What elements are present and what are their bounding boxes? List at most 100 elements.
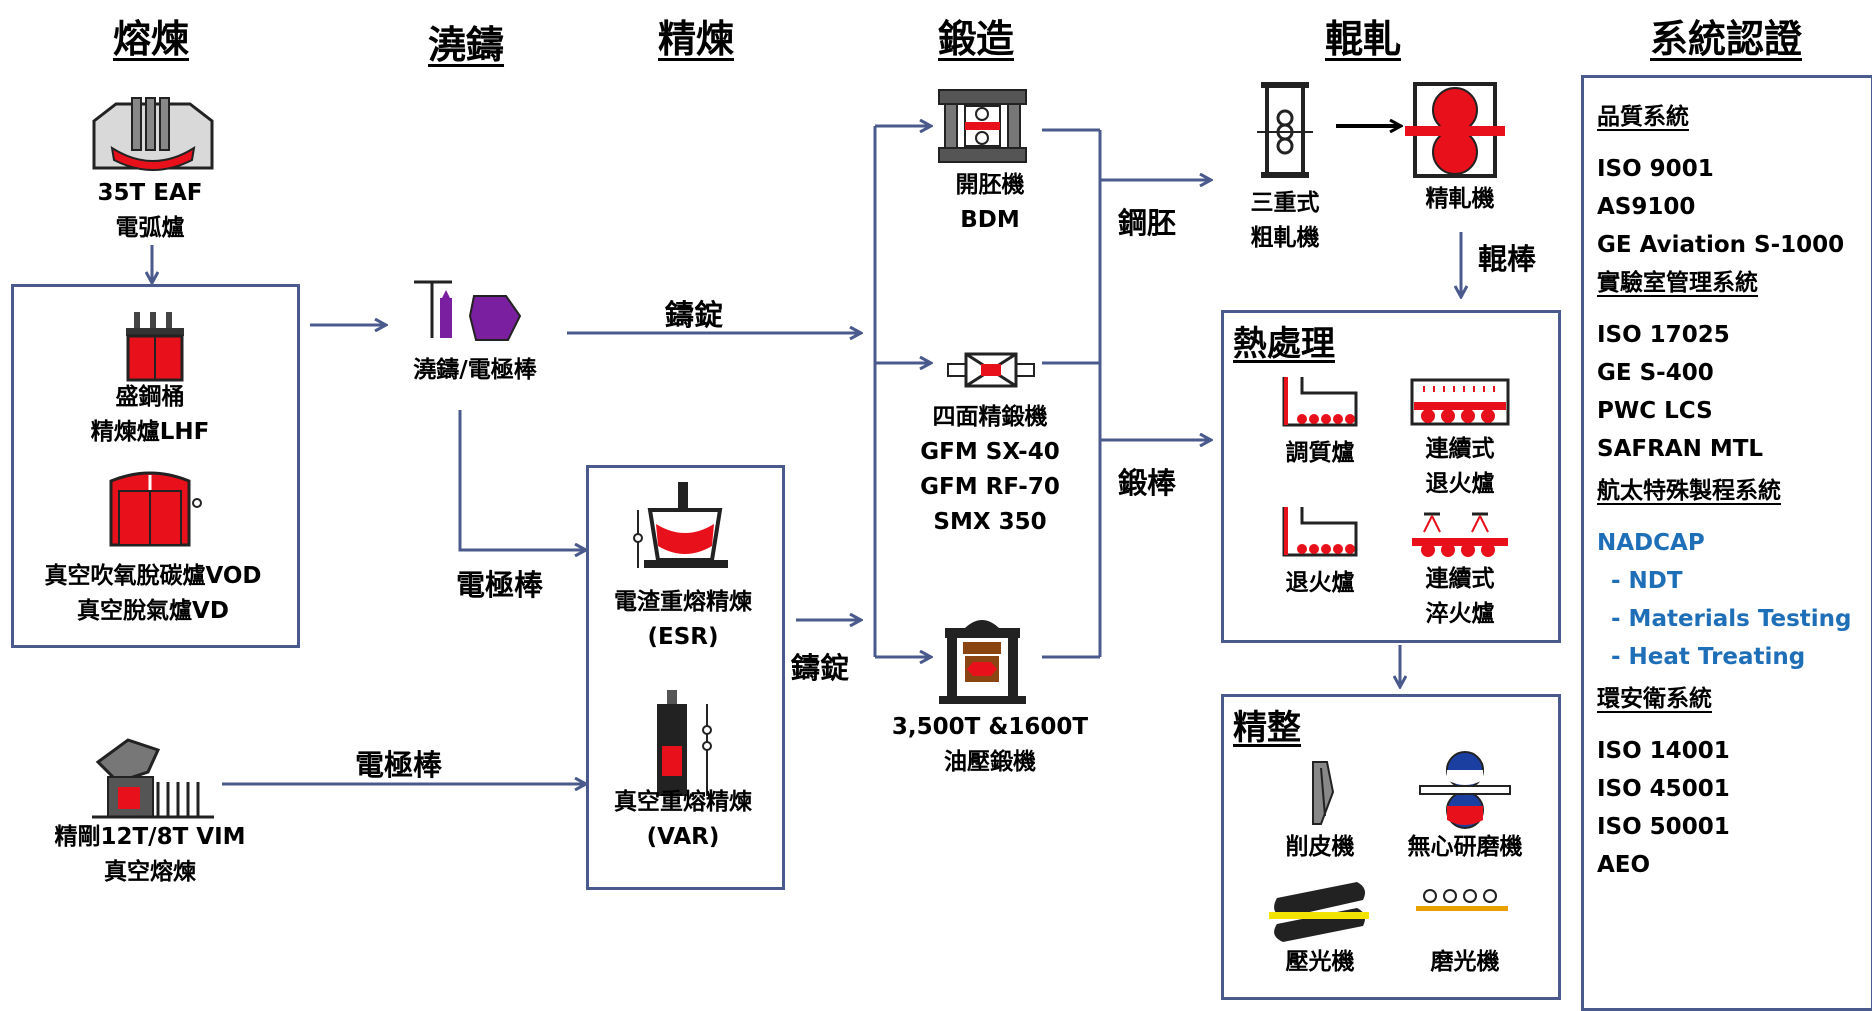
eaf-furnace-icon	[92, 97, 214, 171]
polishing-machine-icon	[1416, 889, 1508, 911]
straightening-machine-icon	[1269, 882, 1369, 942]
header-rolling: 輥軋	[1325, 17, 1402, 61]
vod-vessel-icon	[109, 471, 202, 547]
melting-refining-box	[11, 284, 300, 648]
gfm-forging-icon	[947, 352, 1035, 388]
bdm-label-line2: BDM	[960, 207, 1020, 233]
lab-item: PWC LCS	[1597, 398, 1713, 424]
anneal-furnace-label: 退火爐	[1285, 570, 1355, 596]
ehs-item: ISO 14001	[1597, 738, 1730, 764]
anneal-furnace-icon	[1282, 507, 1358, 557]
casting-label: 澆鑄/電極棒	[413, 357, 537, 383]
press-label-line1: 3,500T &1600T	[891, 714, 1089, 740]
ehs-item: AEO	[1597, 852, 1651, 878]
esr-label-line1: 電渣重熔精煉	[614, 589, 752, 615]
bdm-label-line1: 開胚機	[955, 172, 1025, 198]
straightening-label: 壓光機	[1285, 949, 1355, 975]
header-refining: 精煉	[658, 17, 735, 61]
header-forging: 鍛造	[938, 17, 1015, 61]
polishing-label: 磨光機	[1430, 949, 1500, 975]
peeling-machine-icon	[1312, 761, 1335, 825]
rough-mill-label: 三重式 粗軋機	[1225, 186, 1345, 256]
var-label-line1: 真空重熔精煉	[614, 789, 752, 815]
qt-furnace-label: 調質爐	[1285, 440, 1355, 466]
heat-treatment-title: 熱處理	[1233, 324, 1335, 364]
billet-label: 鋼胚	[1118, 206, 1177, 240]
quality-item: ISO 9001	[1597, 156, 1714, 182]
ehs-item: ISO 50001	[1597, 814, 1730, 840]
continuous-quench-icon	[1412, 512, 1508, 557]
gfm-label-line2: GFM SX-40	[920, 439, 1060, 465]
gfm-label: 四面精鍛機 GFM SX-40 GFM RF-70 SMX 350	[890, 400, 1090, 540]
casting-mold-icon	[414, 280, 522, 341]
press-label: 3,500T &1600T 油壓鍛機	[880, 710, 1100, 780]
continuous-quench-line1: 連續式	[1425, 566, 1495, 592]
lab-item: SAFRAN MTL	[1597, 436, 1764, 462]
aero-item: - Heat Treating	[1611, 644, 1806, 670]
continuous-anneal-line1: 連續式	[1425, 436, 1495, 462]
flow-connectors	[0, 0, 1872, 989]
lab-title: 實驗室管理系統	[1597, 270, 1758, 296]
vim-label-line1: 精剛12T/8T VIM	[54, 824, 246, 850]
qt-furnace-icon	[1282, 377, 1358, 427]
continuous-quench-line2: 淬火爐	[1425, 601, 1495, 627]
ladle-furnace-icon	[126, 312, 184, 382]
vim-furnace-icon	[92, 738, 214, 819]
vod-label-line2: 真空脫氣爐VD	[77, 598, 229, 624]
bdm-label: 開胚機 BDM	[900, 168, 1080, 238]
lab-item: ISO 17025	[1597, 322, 1730, 348]
eaf-label-line2: 電弧爐	[115, 215, 185, 241]
continuous-anneal-icon	[1410, 378, 1510, 426]
ladle-label-line1: 盛鋼桶	[115, 384, 185, 410]
ehs-title: 環安衛系統	[1597, 686, 1712, 712]
eaf-label-line1: 35T EAF	[97, 180, 203, 206]
esr-label: 電渣重熔精煉 (ESR)	[588, 585, 778, 655]
header-melting: 熔煉	[113, 17, 190, 61]
gfm-label-line4: SMX 350	[933, 509, 1047, 535]
centerless-grinder-icon	[1419, 751, 1511, 829]
finishing-mill-icon	[1405, 82, 1505, 178]
ingot-bottom-label: 鑄錠	[791, 651, 850, 685]
finishing-title: 精整	[1233, 708, 1301, 748]
ehs-item: ISO 45001	[1597, 776, 1730, 802]
ladle-label-line2: 精煉爐LHF	[90, 419, 210, 445]
electrode-bottom-label: 電極棒	[355, 748, 443, 782]
ingot-top-label: 鑄錠	[665, 298, 724, 332]
electrode-mid-label: 電極棒	[456, 568, 544, 602]
forged-bar-label: 鍛棒	[1118, 466, 1177, 500]
lab-item: GE S-400	[1597, 360, 1714, 386]
header-certification: 系統認證	[1650, 17, 1803, 61]
aero-item: - Materials Testing	[1611, 606, 1852, 632]
quality-item: AS9100	[1597, 194, 1696, 220]
eaf-label: 35T EAF 電弧爐	[80, 176, 220, 246]
rough-mill-label-line2: 粗軋機	[1250, 225, 1320, 251]
continuous-quench-label: 連續式 淬火爐	[1410, 562, 1510, 632]
var-label-line2: (VAR)	[646, 824, 720, 850]
quality-item: GE Aviation S-1000	[1597, 232, 1845, 258]
heat-treatment-box	[1221, 310, 1561, 643]
continuous-anneal-label: 連續式 退火爐	[1410, 432, 1510, 502]
vod-label-line1: 真空吹氧脫碳爐VOD	[44, 563, 262, 589]
press-label-line2: 油壓鍛機	[944, 749, 1036, 775]
rough-mill-icon	[1257, 82, 1313, 178]
var-label: 真空重熔精煉 (VAR)	[588, 785, 778, 855]
aero-item: NADCAP	[1597, 530, 1705, 556]
vim-label: 精剛12T/8T VIM 真空熔煉	[30, 820, 270, 890]
finishing-mill-label: 精軋機	[1425, 186, 1495, 212]
gfm-label-line1: 四面精鍛機	[932, 404, 1048, 430]
esr-furnace-icon	[633, 482, 728, 568]
quality-title: 品質系統	[1597, 104, 1689, 130]
gfm-label-line3: GFM RF-70	[920, 474, 1060, 500]
secondary-refining-box	[586, 465, 785, 890]
header-casting: 澆鑄	[428, 23, 505, 67]
rough-mill-label-line1: 三重式	[1250, 190, 1320, 216]
var-furnace-icon	[657, 690, 712, 796]
aero-title: 航太特殊製程系統	[1597, 478, 1781, 504]
peeling-label: 削皮機	[1285, 834, 1355, 860]
vim-label-line2: 真空熔煉	[104, 859, 196, 885]
esr-label-line2: (ESR)	[647, 624, 719, 650]
bdm-press-icon	[938, 89, 1027, 163]
ladle-label: 盛鋼桶 精煉爐LHF	[60, 380, 240, 450]
continuous-anneal-line2: 退火爐	[1425, 471, 1495, 497]
cert-list: 品質系統 ISO 9001 AS9100 GE Aviation S-1000 …	[1597, 98, 1852, 884]
